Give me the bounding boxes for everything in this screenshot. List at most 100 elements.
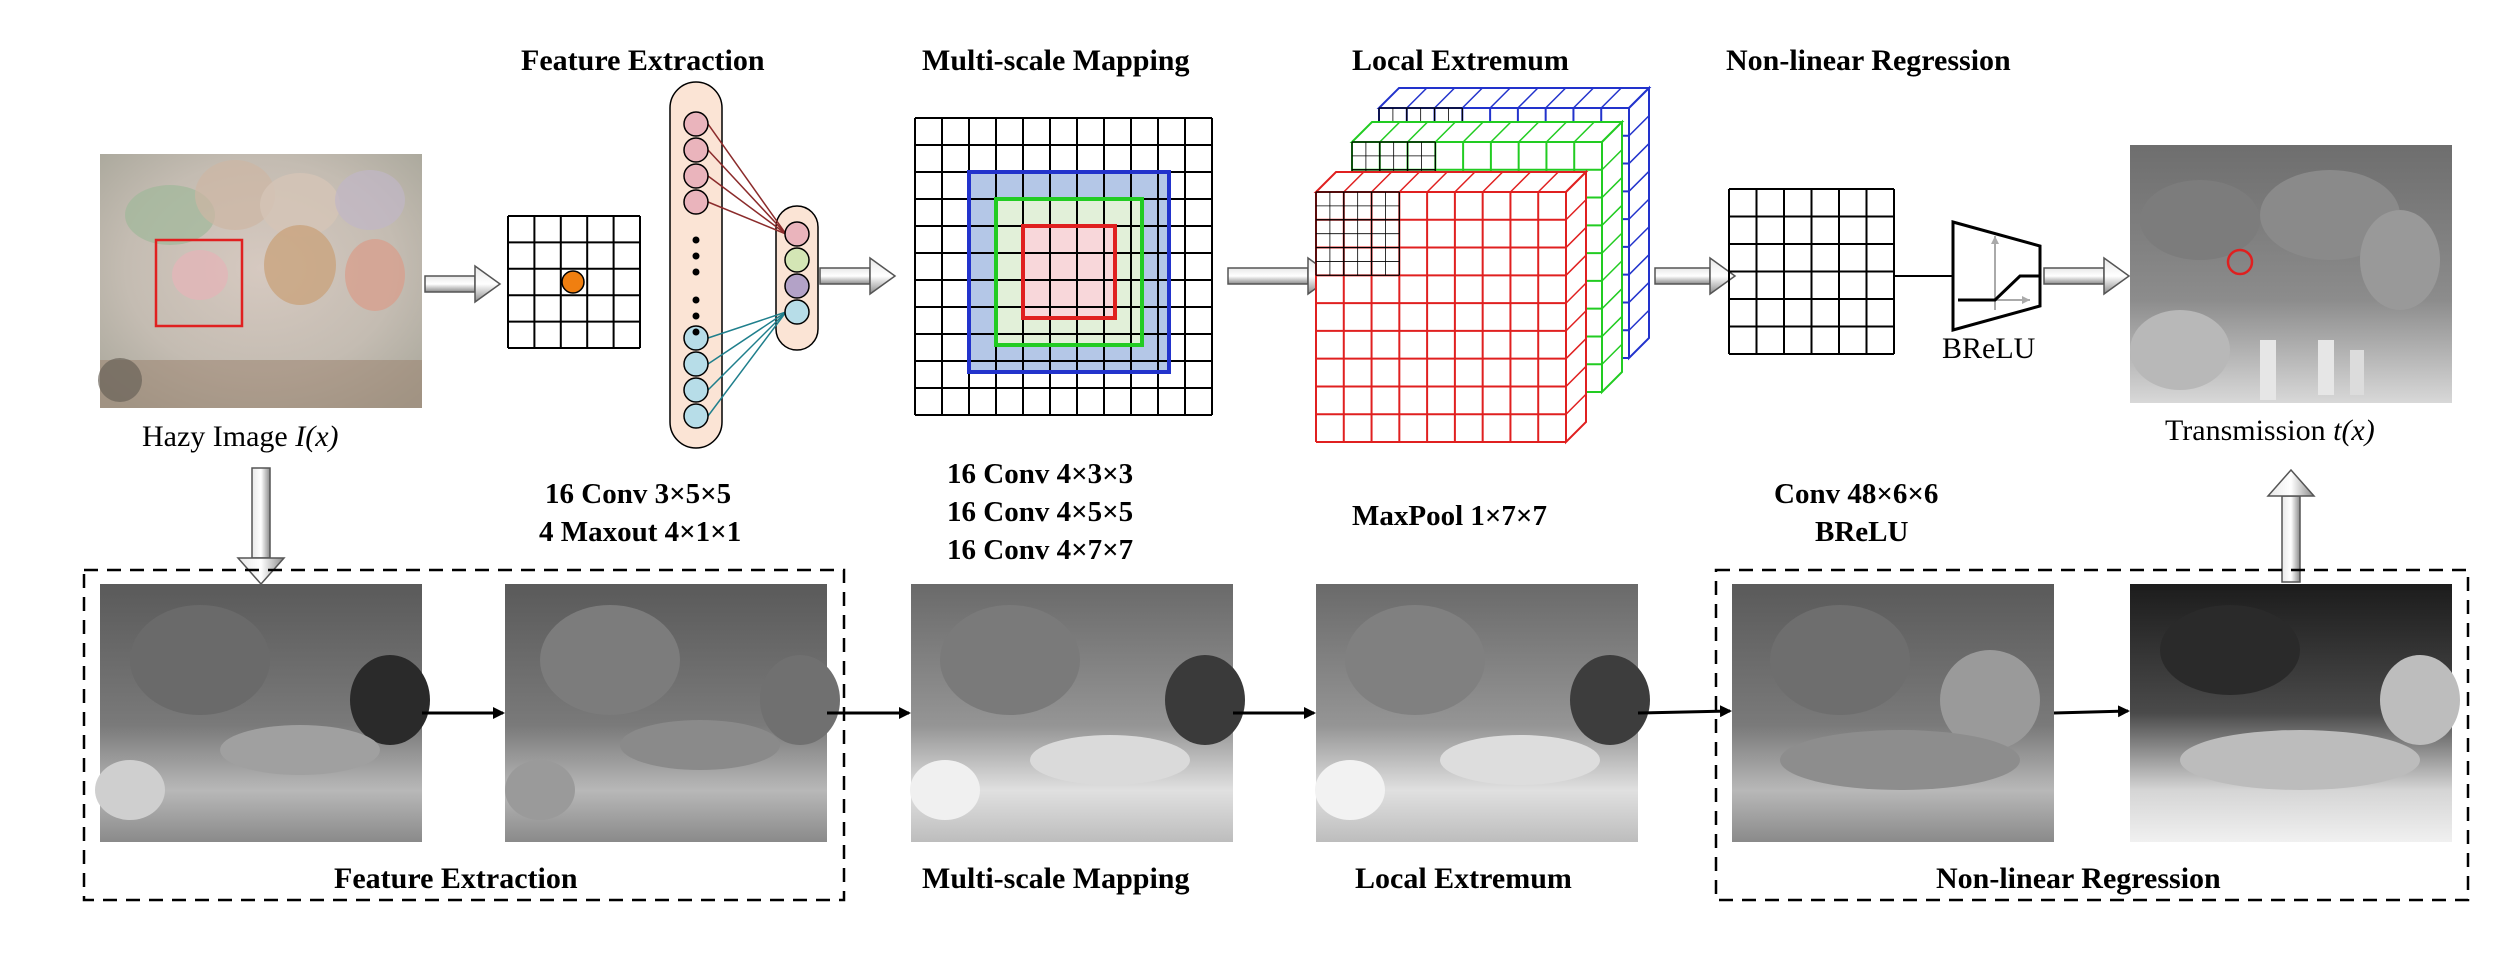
feature-extraction-group [82,568,846,902]
title-nonlinear-regression: Non-linear Regression [1726,44,2011,77]
conv-neuron [683,351,709,377]
cube-blue-sideline [1628,198,1650,220]
conv-neuron [683,137,709,163]
ms-param-line1: 16 Conv 4×3×3 [947,458,1134,490]
cube-green-topline [1545,121,1567,143]
cube-green-topline [1601,121,1623,143]
cube-green-topline [1462,121,1484,143]
maxout-neuron [784,299,810,325]
hazy-image-symbol: I(x) [295,420,339,453]
transmission-caption-text: Transmission [2165,414,2334,447]
neuron-link [707,311,787,339]
cube-blue-sideline [1628,226,1650,248]
neuron-link [707,311,787,391]
cube-blue-topline [1572,87,1594,109]
fe-param-line2: 4 Maxout 4×1×1 [539,516,742,548]
fe-param-line1: 16 Conv 3×5×5 [545,478,732,510]
cube-blue-sideline [1628,281,1650,303]
cube-green-sideline [1601,177,1623,199]
cube-blue-sideline [1628,170,1650,192]
cube-green-sideline [1601,260,1623,282]
cube-red-patch [1315,191,1400,276]
cube-red-sideline [1565,254,1587,276]
conv-neuron [683,377,709,403]
cube-green-top [1349,121,1625,143]
cube-blue-topline [1517,87,1539,109]
feature-map-2 [505,584,840,842]
cube-red-sideline [1565,227,1587,249]
bottom-label-feature-extraction: Feature Extraction [334,862,578,895]
cube-green-sideline [1601,204,1623,226]
arrow-4 [1654,267,1711,285]
feature-map-4 [1315,584,1650,842]
feature-map-5 [1732,584,2054,842]
cube-blue-topline [1378,87,1400,109]
cube-green-topline [1490,121,1512,143]
cube-blue-sideline [1628,115,1650,137]
neuron-link [707,123,787,235]
feature-map-6 [2130,584,2460,842]
cube-blue-top [1376,87,1652,109]
maxout-neuron [784,221,810,247]
cube-red-side [1565,169,1587,445]
le-param-line1: MaxPool 1×7×7 [1352,500,1547,532]
cube-red-topline [1509,171,1531,193]
brelu-caption: BReLU [1942,332,2036,365]
arrow-up [2266,468,2316,583]
bottom-label-local-extremum: Local Extremum [1355,862,1572,895]
hazy-image [98,154,422,408]
cube-green-topline [1434,121,1456,143]
nr-param-line2: BReLU [1815,516,1909,548]
cube-blue-topline [1434,87,1456,109]
cube-green-topline [1573,121,1595,143]
feature-map-3 [910,584,1245,842]
conv-neuron [683,403,709,429]
center-pixel-dot [561,270,585,294]
transmission-symbol: t(x) [2333,414,2375,447]
cube-green-topline [1351,121,1373,143]
cube-red-topline [1398,171,1420,193]
transmission-caption: Transmission t(x) [2165,414,2375,448]
cube-green-side [1601,119,1623,395]
cube-red-topline [1482,171,1504,193]
title-local-extremum: Local Extremum [1352,44,1569,77]
cube-blue-sideline [1628,143,1650,165]
neuron-link [707,311,787,417]
bottom-label-multiscale-mapping: Multi-scale Mapping [922,862,1190,895]
cube-red-sideline [1565,310,1587,332]
cube-red [1313,169,1589,445]
ellipsis-dot [692,296,700,304]
ms-param-line3: 16 Conv 4×7×7 [947,534,1134,566]
hazy-image-caption: Hazy Image I(x) [142,420,339,454]
cube-blue-sideline [1628,254,1650,276]
title-feature-extraction: Feature Extraction [521,44,765,77]
ellipsis-dot [692,328,700,336]
cube-red-sideline [1565,338,1587,360]
cube-red-sideline [1565,199,1587,221]
cube-red-topline [1565,171,1587,193]
neuron-link [707,175,787,235]
conv-neuron [683,325,709,351]
maxout-neuron [784,273,810,299]
arrow-5 [2043,267,2105,285]
brelu-icon [1951,220,2042,332]
maxout-neuron [784,247,810,273]
cube-red-topline [1343,171,1365,193]
hazy-image-caption-text: Hazy Image [142,420,296,453]
cube-blue-topline [1600,87,1622,109]
transmission-map-image [2130,145,2452,403]
receptive-field-box [154,238,244,328]
regression-grid [1728,188,1895,355]
cube-blue-topline [1489,87,1511,109]
arrow-2 [819,267,871,285]
nr-param-line1: Conv 48×6×6 [1774,478,1939,510]
maxout-network [669,81,819,449]
cube-blue-side [1628,85,1650,361]
ellipsis-dot [692,268,700,276]
conv-neuron [683,189,709,215]
cube-blue-topline [1545,87,1567,109]
cube-red-top [1313,171,1589,193]
cube-blue-topline [1461,87,1483,109]
arrow-1 [424,275,476,293]
